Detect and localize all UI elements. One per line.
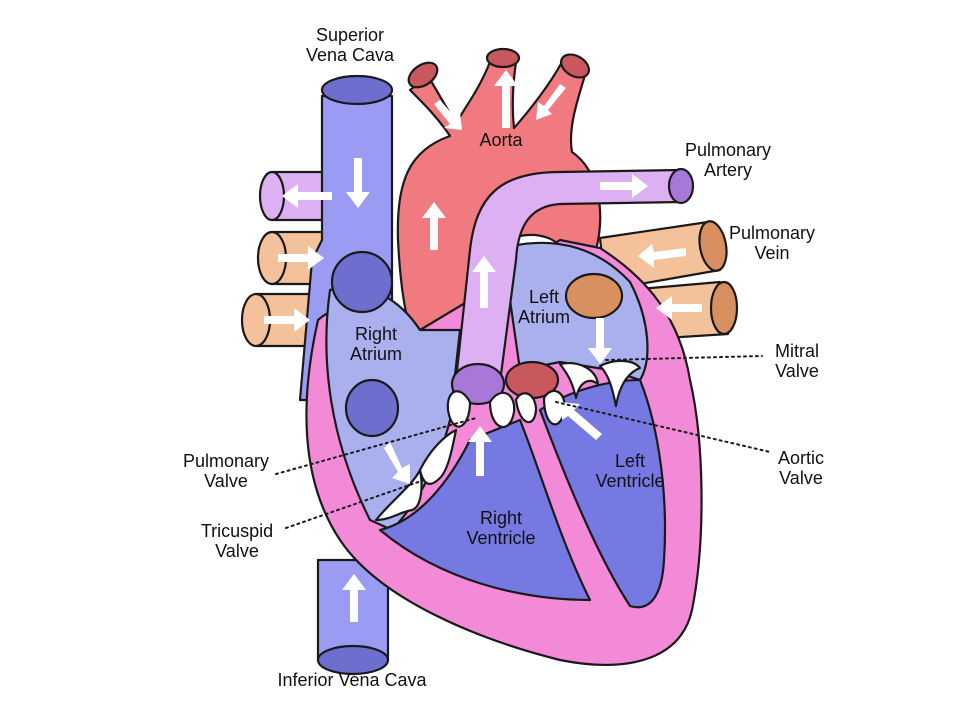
arrow-pa-right [600, 174, 648, 198]
label-inferior-vena-cava: Inferior Vena Cava [277, 670, 427, 690]
arrow-aorta-1 [434, 100, 462, 130]
label-pulmonary-artery: Pulmonary Artery [684, 140, 772, 180]
svc-opening [330, 250, 394, 314]
label-left-atrium: Left Atrium [517, 287, 570, 327]
leader-mitral-valve [605, 355, 763, 361]
leader-tricuspid-valve [285, 479, 425, 529]
pulmonary-valve-graphic [446, 362, 516, 429]
arrow-rv-to-pa [468, 426, 492, 476]
leader-lines [275, 355, 771, 529]
label-pulmonary-vein: Pulmonary Vein [728, 223, 816, 263]
label-left-ventricle: Left Ventricle [595, 451, 665, 491]
label-aorta: Aorta [479, 130, 523, 150]
right-ventricle-chamber [378, 418, 592, 602]
arrow-aorta-2 [494, 70, 518, 128]
label-tricuspid-valve: Tricuspid Valve [200, 521, 274, 561]
arrow-ivc [342, 574, 366, 622]
arrow-pv-right-upper [638, 244, 686, 268]
arrow-aorta-3 [536, 84, 566, 120]
label-right-ventricle: Right Ventricle [466, 508, 536, 548]
mitral-valve-graphic [558, 359, 642, 408]
arrow-pa-trunk [472, 256, 496, 308]
arrow-ra-to-rv [384, 442, 410, 484]
arrow-pv-left-lower [264, 308, 310, 332]
label-right-atrium: Right Atrium [349, 324, 402, 364]
tricuspid-valve-graphic [374, 428, 458, 522]
pulmonary-vein-opening [564, 272, 624, 320]
arrow-pv-right-lower [656, 296, 702, 320]
label-aortic-valve: Aortic Valve [777, 448, 824, 488]
ivc-opening [344, 378, 400, 438]
label-pulmonary-valve: Pulmonary Valve [182, 451, 270, 491]
leader-pulmonary-valve [275, 417, 477, 475]
leader-aortic-valve [555, 401, 771, 453]
label-mitral-valve: Mitral Valve [775, 341, 819, 381]
label-superior-vena-cava: Superior Vena Cava [305, 25, 395, 65]
aortic-valve-graphic [504, 360, 566, 426]
arrow-aorta-4 [422, 202, 446, 250]
flow-arrows [264, 70, 702, 622]
arrow-pa-left [282, 184, 332, 208]
pulmonary-artery [454, 167, 695, 384]
arrow-lv-to-aorta [560, 402, 602, 440]
arrow-svc [346, 158, 370, 208]
arrow-pv-left-upper [278, 246, 324, 270]
arrow-la-to-lv [588, 318, 612, 364]
